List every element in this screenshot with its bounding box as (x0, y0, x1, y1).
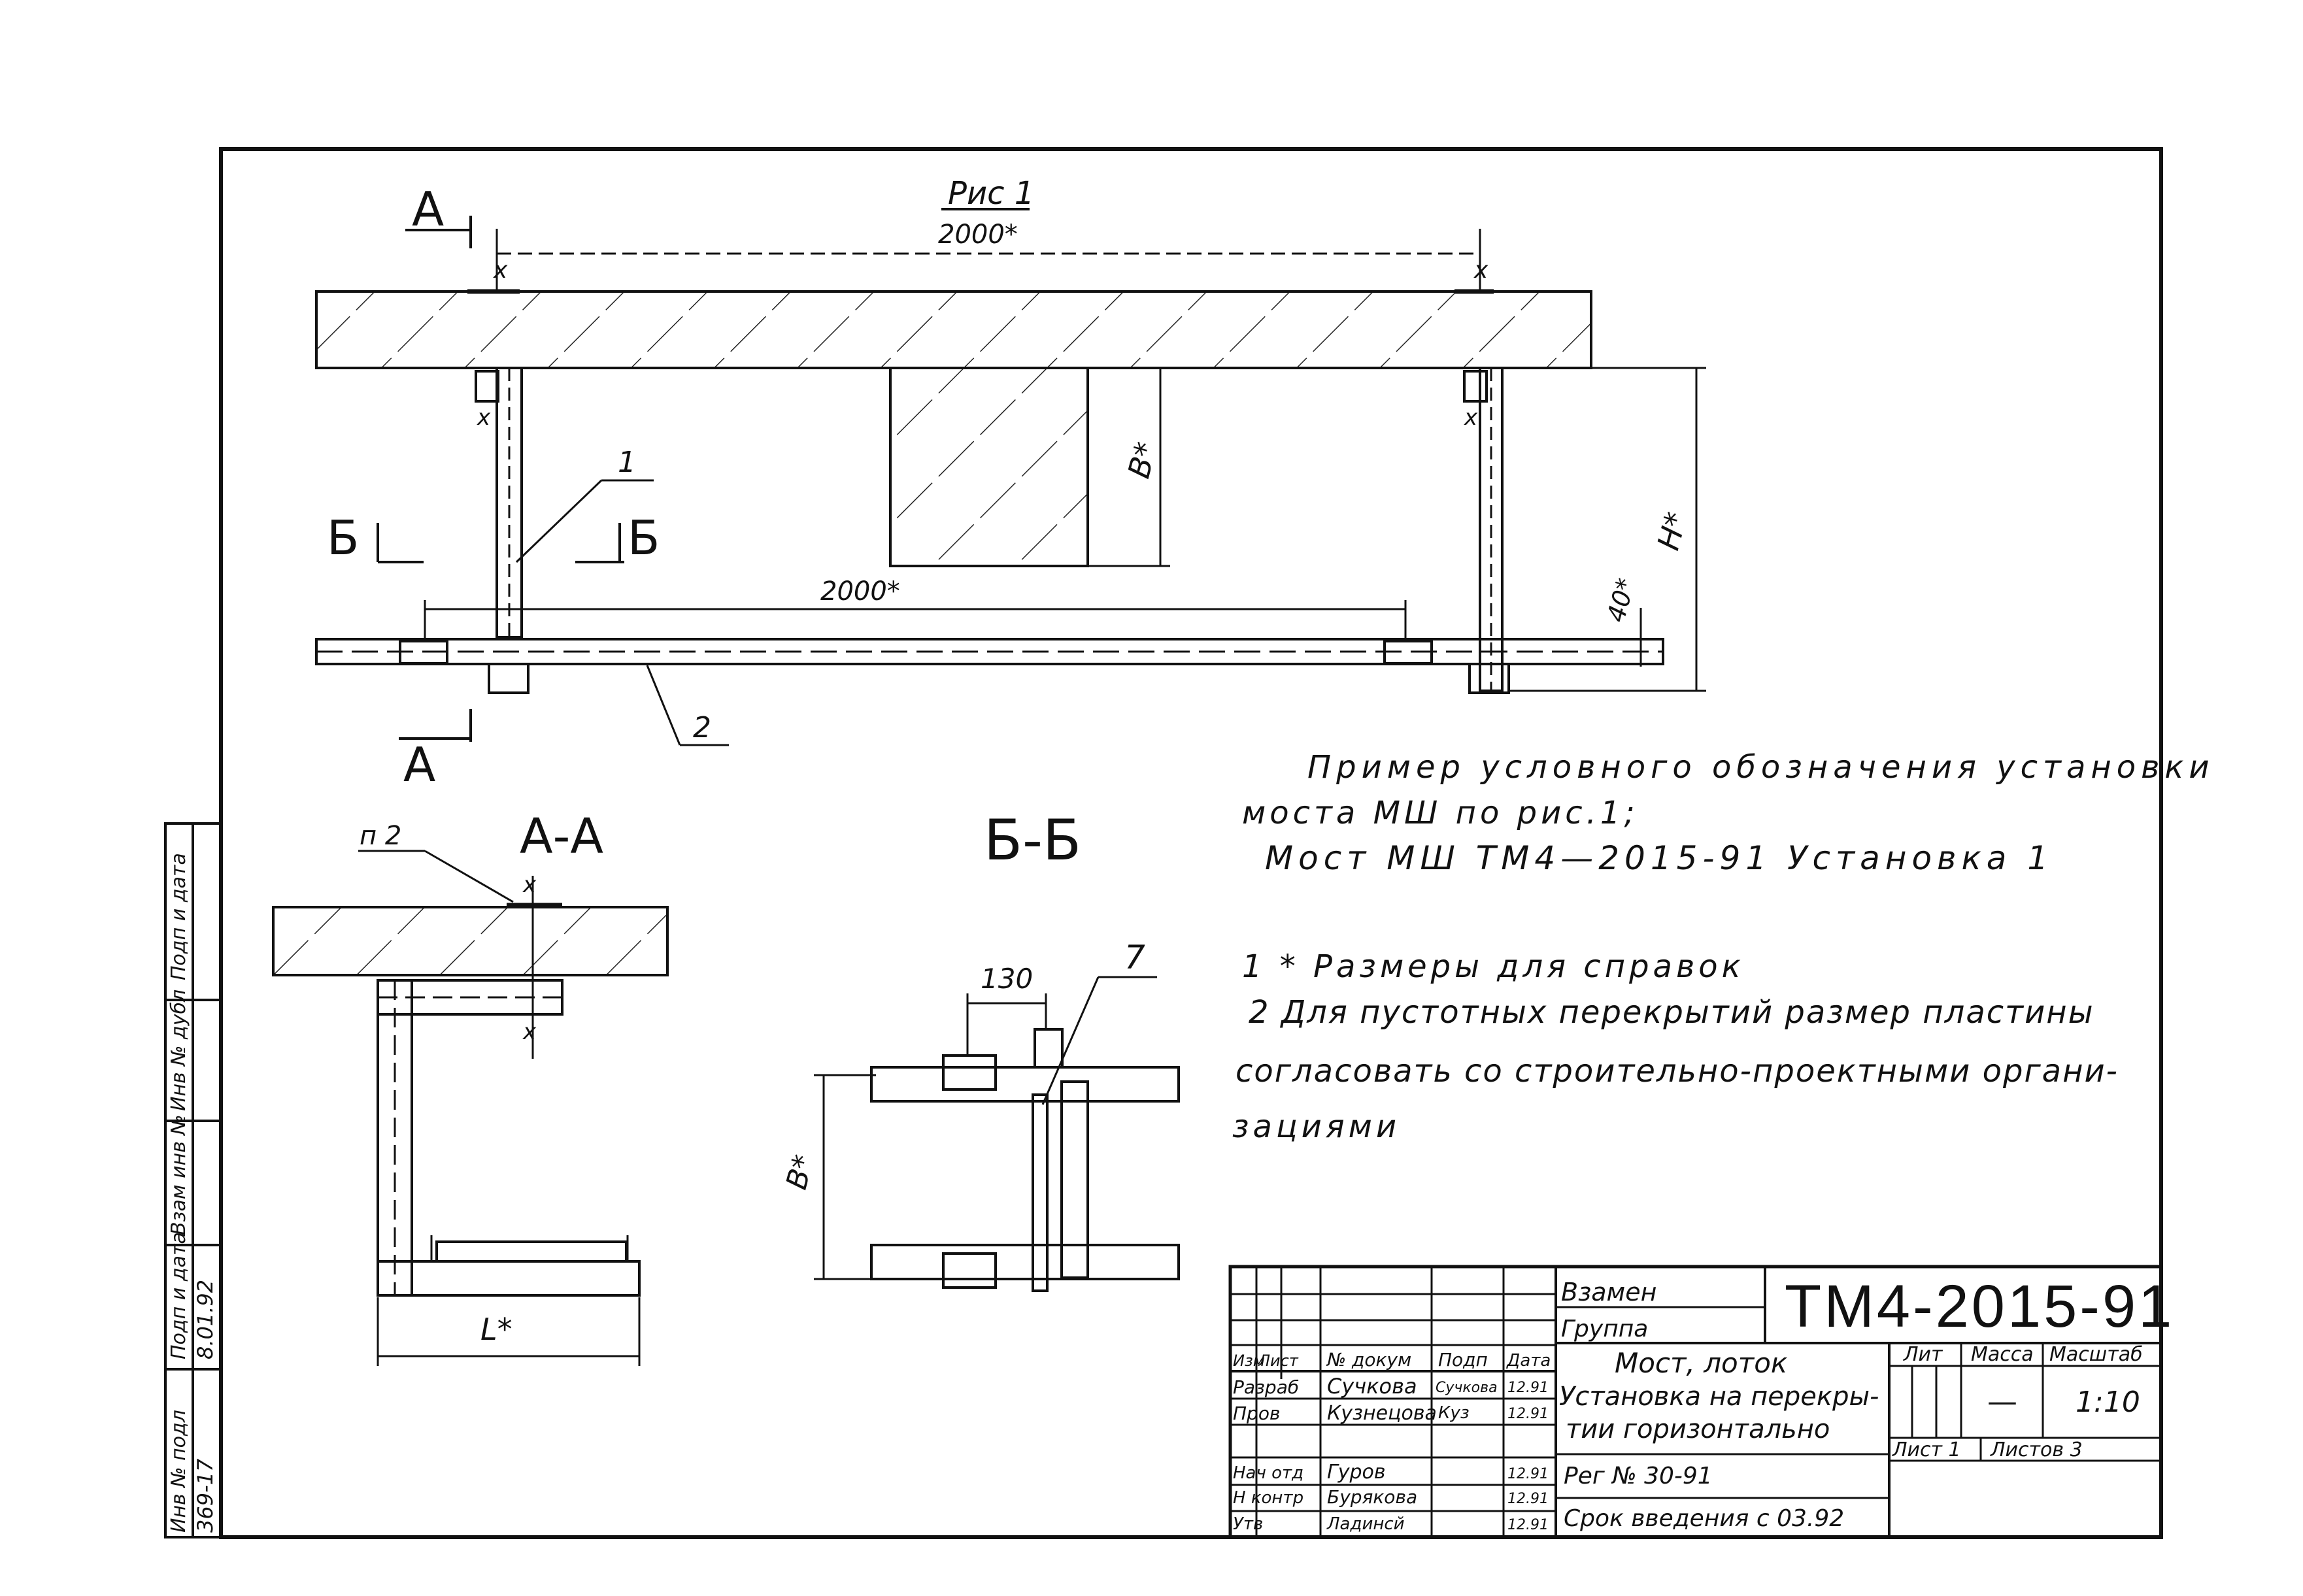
name-razrab: Сучкова (1327, 1374, 1417, 1399)
note-line2: моста МШ по рис.1; (1242, 795, 1639, 831)
side-profile (1060, 1080, 1089, 1279)
date-razrab: 12.91 (1507, 1380, 1549, 1396)
section-aa-title: А-А (520, 808, 603, 865)
col-doc: № докум (1326, 1349, 1411, 1371)
section-bb: Б-Б 130 7 В* (780, 808, 1180, 1292)
date-utv: 12.91 (1507, 1517, 1549, 1533)
doc-name-2: Установка на перекры- (1559, 1382, 1879, 1412)
note-ref-p2: п 2 (360, 821, 401, 851)
tray-bottom (870, 1244, 1180, 1280)
doc-name-3: тии горизонтально (1566, 1414, 1830, 1444)
name-nach: Гуров (1327, 1461, 1386, 1484)
section-aa: А-А п 2 x x L* (272, 808, 669, 1366)
joint-plate-right (1383, 640, 1433, 665)
date-prov: 12.91 (1507, 1406, 1549, 1422)
dim-130: 130 (981, 963, 1033, 995)
sheets-label: Листов 3 (1990, 1438, 2083, 1461)
dim-b: В* (1121, 439, 1164, 482)
dim-l: L* (480, 1312, 513, 1347)
section-b-left: Б (327, 510, 359, 565)
scale-value: 1:10 (2076, 1386, 2140, 1419)
date-nkontr: 12.91 (1507, 1491, 1549, 1507)
scale-label: Масштаб (2049, 1343, 2143, 1366)
note-2c: зациями (1232, 1108, 1400, 1145)
role-nach: Нач отд (1233, 1463, 1303, 1483)
svg-text:x: x (522, 1019, 537, 1045)
note-2a: 2 Для пустотных перекрытий размер пласти… (1249, 994, 2094, 1031)
note-line1: Пример условного обозначения установки (1307, 749, 2215, 786)
stamp-cell-1: Подп и дата (167, 853, 190, 980)
ceiling-slab (315, 290, 1592, 369)
lit-label: Лит (1903, 1343, 1943, 1366)
sign-razrab: Сучкова (1436, 1380, 1498, 1396)
callout-1: 1 (618, 446, 636, 479)
svg-text:x: x (477, 405, 491, 431)
note-2b: согласовать со строительно-проектными ор… (1236, 1053, 2119, 1089)
dim-h: Н* (1651, 508, 1694, 554)
srok-vvedeniya: Срок введения с 03.92 (1564, 1505, 1844, 1532)
role-utv: Утв (1233, 1514, 1263, 1534)
beam-section (889, 367, 1089, 567)
name-utv: Ладинсй (1326, 1514, 1405, 1534)
section-b-right: Б (628, 510, 660, 565)
name-prov: Кузнецова (1327, 1402, 1437, 1425)
gruppa-label: Группа (1561, 1316, 1648, 1342)
stamp-inv-number: 369-17 (193, 1458, 218, 1533)
svg-text:x: x (522, 872, 537, 898)
tray-top (870, 1066, 1180, 1103)
doc-code: ТМ4-2015-91 (1785, 1273, 2174, 1340)
stamp-cell-2: Инв № дубл (167, 989, 190, 1111)
callout-2: 2 (693, 711, 711, 744)
date-nach: 12.91 (1507, 1466, 1549, 1482)
note-1: 1 * Размеры для справок (1242, 948, 1745, 985)
svg-text:x: x (493, 257, 508, 284)
sign-prov: Куз (1438, 1403, 1470, 1423)
col-izm: Изм (1233, 1352, 1265, 1370)
section-a-bottom: А (403, 737, 435, 792)
dim-bottom: 2000* (820, 576, 900, 607)
mass-value: — (1987, 1384, 2017, 1419)
role-nkontr: Н контр (1233, 1488, 1303, 1508)
slab-aa (272, 906, 669, 976)
joint-plate-left (399, 640, 448, 665)
dim-top: 2000* (938, 220, 1018, 250)
dim-40: 40* (1602, 575, 1641, 625)
role-razrab: Разраб (1233, 1376, 1299, 1398)
profile-vertical (377, 979, 413, 1297)
profile-bottom (377, 1260, 641, 1297)
dim-b-bb: В* (780, 1152, 821, 1193)
col-podp: Подп (1438, 1349, 1488, 1371)
note-line3: Мост МШ ТМ4—2015-91 Установка 1 (1265, 839, 2053, 877)
hanger-post (1032, 1093, 1049, 1292)
reg-number: Рег № 30-91 (1564, 1463, 1713, 1489)
figure-title: Рис 1 (948, 175, 1034, 212)
stamp-cell-5: Инв № подл (167, 1410, 190, 1533)
svg-text:x: x (1464, 405, 1478, 431)
name-nkontr: Бурякова (1327, 1486, 1417, 1508)
notes: Пример условного обозначения установки м… (1232, 749, 2215, 1145)
sheet-label: Лист 1 (1892, 1438, 1961, 1461)
title-block: Взамен Группа ТМ4-2015-91 Мост, лоток Ус… (1228, 1265, 2174, 1539)
role-prov: Пров (1233, 1403, 1280, 1424)
callout-7: 7 (1124, 939, 1145, 976)
left-stamp: Подп и дата Инв № дубл Взам инв № Подп и… (164, 822, 222, 1538)
section-a-top: А (412, 182, 444, 237)
stamp-cell-4: Подп и дата (167, 1232, 190, 1359)
stamp-sign-date: 8.01.92 (193, 1280, 218, 1359)
stamp-cell-3: Взам инв № (167, 1114, 190, 1235)
col-date: Дата (1506, 1351, 1551, 1371)
col-list: Лист (1258, 1352, 1299, 1370)
section-bb-title: Б-Б (984, 808, 1081, 873)
vzamen-label: Взамен (1561, 1278, 1656, 1306)
doc-name-1: Мост, лоток (1615, 1347, 1788, 1379)
mass-label: Масса (1971, 1343, 2034, 1366)
figure-1: x x x x Рис 1 2000* 2000* В* (315, 175, 1706, 792)
